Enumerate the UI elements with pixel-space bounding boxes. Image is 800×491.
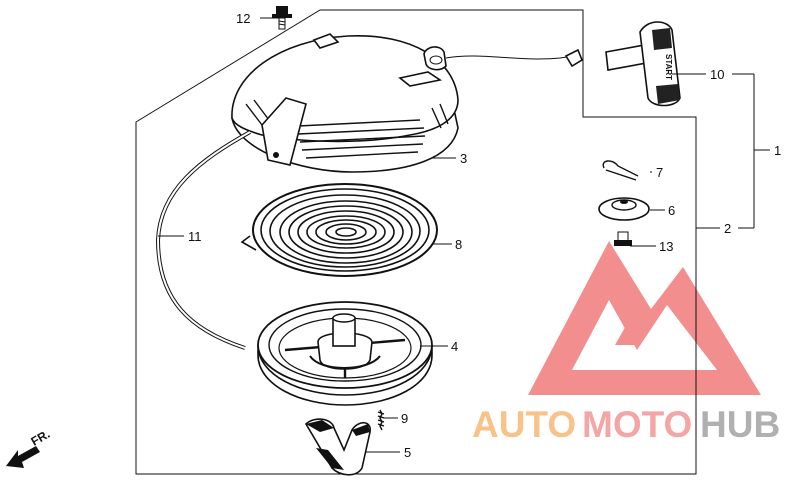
- flange-bolt: [272, 6, 292, 30]
- callout-11: 11: [188, 229, 202, 244]
- callout-labels: 12 10 1 2 3 7 6 8 13 11 4 9 5: [188, 11, 781, 460]
- ratchet-spring: [377, 409, 385, 431]
- callout-13: 13: [659, 239, 673, 254]
- callout-7: 7: [656, 165, 663, 180]
- callout-12: 12: [236, 11, 250, 26]
- leader-lines: [158, 17, 770, 453]
- callout-1: 1: [774, 143, 781, 158]
- watermark-triangle-icon: [528, 241, 761, 395]
- callout-2: 2: [724, 221, 731, 236]
- watermark-moto: MOTO: [582, 404, 692, 445]
- rope-knot: [564, 48, 583, 68]
- callout-6: 6: [668, 203, 675, 218]
- callout-5: 5: [404, 445, 411, 460]
- cotter-pin: [602, 160, 639, 181]
- callout-9: 9: [401, 411, 408, 426]
- starter-case: [231, 33, 459, 173]
- assembly-boundary: [135, 9, 697, 475]
- callout-8: 8: [455, 237, 462, 252]
- front-direction-label: FR.: [29, 427, 53, 449]
- watermark-auto: AUTO: [472, 404, 576, 445]
- ratchet: [304, 418, 371, 476]
- front-direction-marker: FR.: [6, 427, 52, 468]
- watermark-logo: AUTO MOTO HUB: [472, 241, 780, 445]
- callout-3: 3: [460, 151, 467, 166]
- starter-rope-upper: [445, 55, 577, 60]
- starter-reel: [257, 301, 433, 406]
- callout-10: 10: [710, 67, 724, 82]
- watermark-hub: HUB: [700, 404, 780, 445]
- starter-grip: START: [605, 21, 681, 107]
- recoil-spring: [240, 183, 438, 277]
- callout-4: 4: [451, 339, 458, 354]
- starter-rope-inner: [156, 131, 251, 349]
- handle-text: START: [664, 54, 673, 80]
- small-bolt: [614, 231, 632, 246]
- center-washer: [598, 197, 650, 221]
- starter-rope: [155, 130, 251, 350]
